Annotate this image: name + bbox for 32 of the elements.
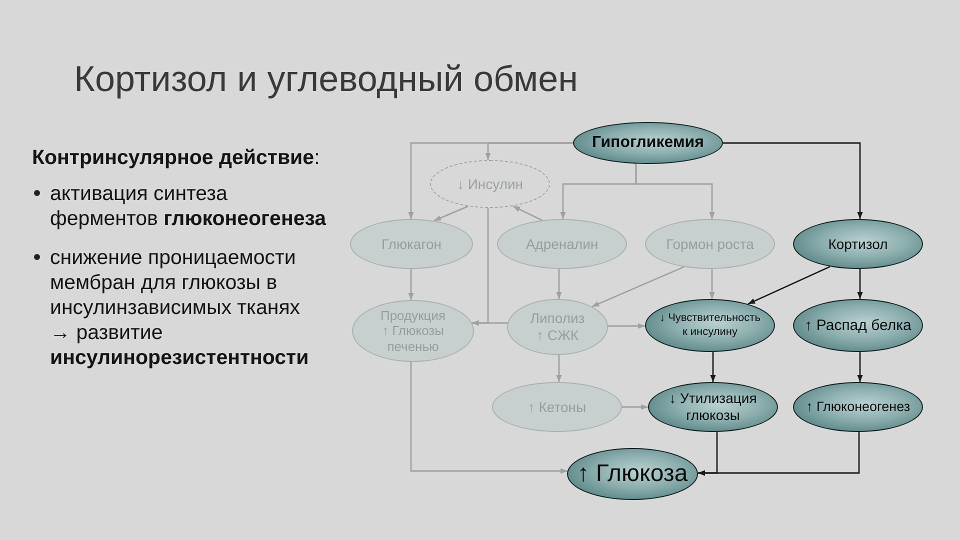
node-label: ↓ Утилизация глюкозы	[668, 390, 758, 424]
arrow	[485, 142, 573, 160]
node-label: Кортизол	[828, 236, 888, 252]
arrow	[512, 206, 542, 221]
section-heading: Контринсулярное действие:	[32, 145, 321, 170]
node-label: Гипогликемия	[592, 133, 704, 153]
arrow	[434, 206, 468, 222]
arrow	[410, 362, 568, 474]
bullet-text: активация синтеза ферментов глюконеогенеза	[50, 181, 328, 231]
node-label: ↓ Инсулин	[456, 176, 524, 192]
arrow	[710, 352, 716, 382]
arrow	[635, 164, 715, 219]
arrow	[622, 404, 648, 410]
arrow	[857, 352, 863, 382]
dashed-ellipse-node	[430, 160, 550, 208]
arrow	[748, 266, 830, 305]
slide-title: Кортизол и углеводный обмен	[74, 58, 578, 100]
node-label: ↑ Глюконеогенез	[806, 398, 910, 416]
arrow	[472, 320, 508, 326]
arrow	[556, 355, 562, 382]
arrow	[857, 269, 863, 299]
arrow	[556, 269, 562, 299]
arrow	[408, 269, 414, 300]
arrow	[709, 269, 715, 299]
arrow	[608, 323, 645, 329]
arrow	[592, 266, 684, 308]
arrow	[698, 432, 860, 476]
bullet-text: снижение проницаемости мембран для глюкозы в инсулинзависимых тканях → развитие инсулинорезистентности	[50, 245, 310, 370]
node-label: ↓ Чувствительность к инсулину	[658, 312, 762, 339]
arrow	[723, 142, 863, 219]
node-label: ↑ Распад белка	[804, 316, 912, 334]
node-label: ↑ Глюкоза	[577, 460, 688, 488]
